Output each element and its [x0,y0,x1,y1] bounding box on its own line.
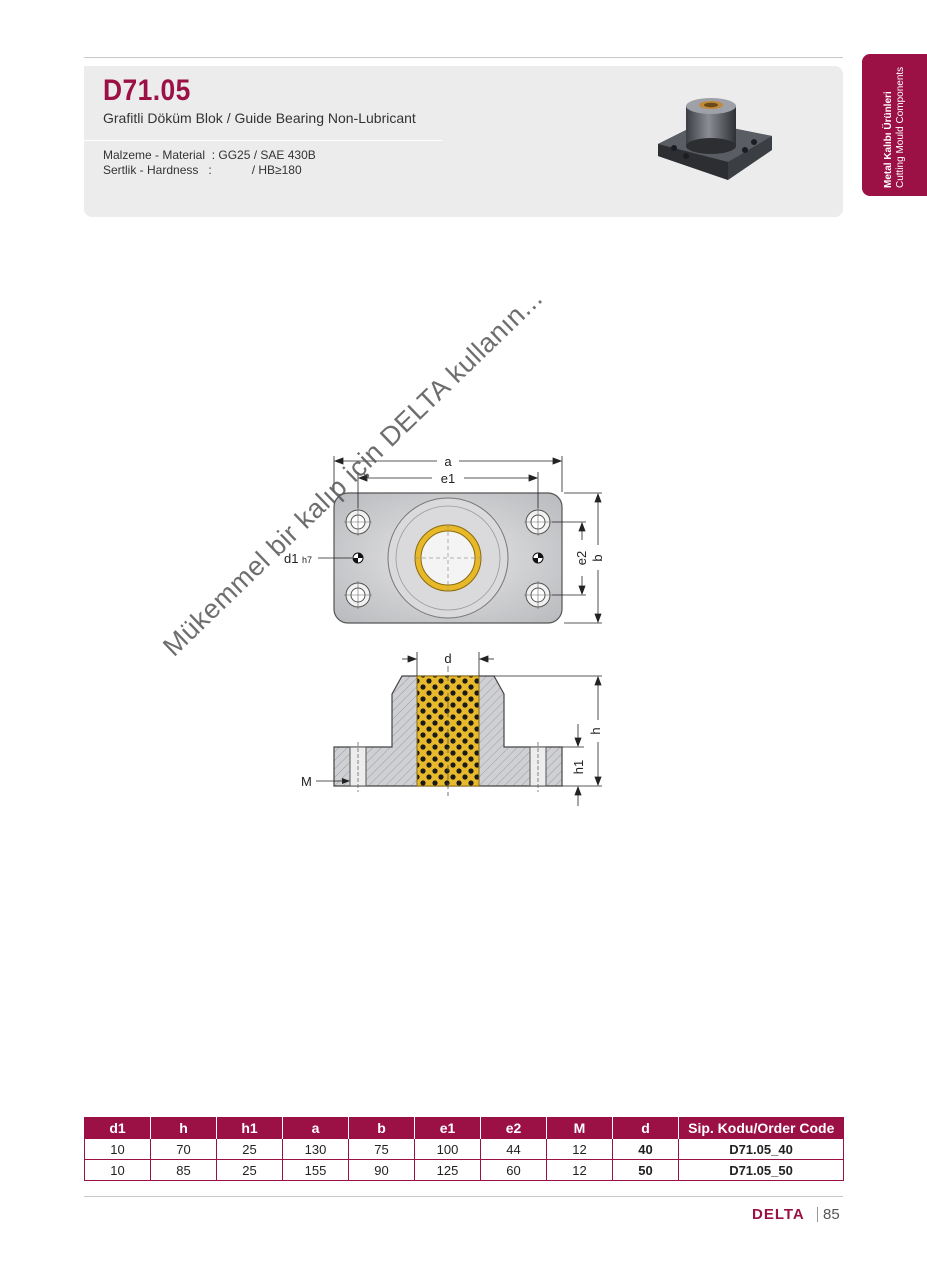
page-number: 85 [823,1206,840,1223]
dim-d1-tolerance: h7 [302,555,312,565]
dim-M: M [301,774,312,789]
table-cell: 60 [480,1159,547,1181]
col-header: d1 [84,1117,151,1139]
dim-h1: h1 [571,760,586,774]
dim-b: b [590,554,605,561]
table-cell: 130 [282,1138,349,1160]
hardness-line: Sertlik - Hardness : / HB≥180 [103,163,302,177]
col-header: h1 [216,1117,283,1139]
table-cell: 85 [150,1159,217,1181]
table-cell: 155 [282,1159,349,1181]
col-header: h [150,1117,217,1139]
table-cell: 10 [84,1138,151,1160]
table-row: 10 70 25 130 75 100 44 12 40 D71.05_40 [84,1138,844,1160]
table-cell: 12 [546,1138,613,1160]
order-code-cell: D71.05_40 [678,1138,844,1160]
product-subtitle: Grafitli Döküm Blok / Guide Bearing Non-… [103,110,416,126]
dim-d1: d1 [284,551,298,566]
category-tab[interactable]: Metal Kalıbı Ürünleri Cutting Mould Comp… [862,54,927,196]
order-code-cell: D71.05_50 [678,1159,844,1181]
col-header-order-code: Sip. Kodu/Order Code [678,1117,844,1139]
material-line: Malzeme - Material : GG25 / SAE 430B [103,148,316,162]
table-cell: 10 [84,1159,151,1181]
col-header: a [282,1117,349,1139]
dim-a: a [444,454,452,469]
table-header-row: d1 h h1 a b e1 e2 M d Sip. Kodu/Order Co… [84,1117,844,1139]
col-header: M [546,1117,613,1139]
table-cell: 125 [414,1159,481,1181]
brand-logo: DELTA [752,1206,805,1223]
dim-h: h [588,727,603,734]
col-header: b [348,1117,415,1139]
table-cell: 70 [150,1138,217,1160]
table-cell: 50 [612,1159,679,1181]
table-cell: 44 [480,1138,547,1160]
table-cell: 25 [216,1159,283,1181]
bottom-rule [84,1196,843,1197]
table-cell: 12 [546,1159,613,1181]
table-row: 10 85 25 155 90 125 60 12 50 D71.05_50 [84,1159,844,1181]
table-cell: 25 [216,1138,283,1160]
dim-e1: e1 [441,471,455,486]
product-photo [658,98,772,180]
product-code: D71.05 [103,74,191,107]
table-cell: 40 [612,1138,679,1160]
dimension-table: d1 h h1 a b e1 e2 M d Sip. Kodu/Order Co… [84,1117,844,1181]
dim-d: d [444,651,451,666]
table-cell: 90 [348,1159,415,1181]
table-cell: 100 [414,1138,481,1160]
subtitle-divider [84,140,442,141]
dim-e2: e2 [574,551,589,565]
col-header: d [612,1117,679,1139]
col-header: e1 [414,1117,481,1139]
footer-divider [817,1207,818,1222]
col-header: e2 [480,1117,547,1139]
top-rule [84,57,843,58]
table-cell: 75 [348,1138,415,1160]
